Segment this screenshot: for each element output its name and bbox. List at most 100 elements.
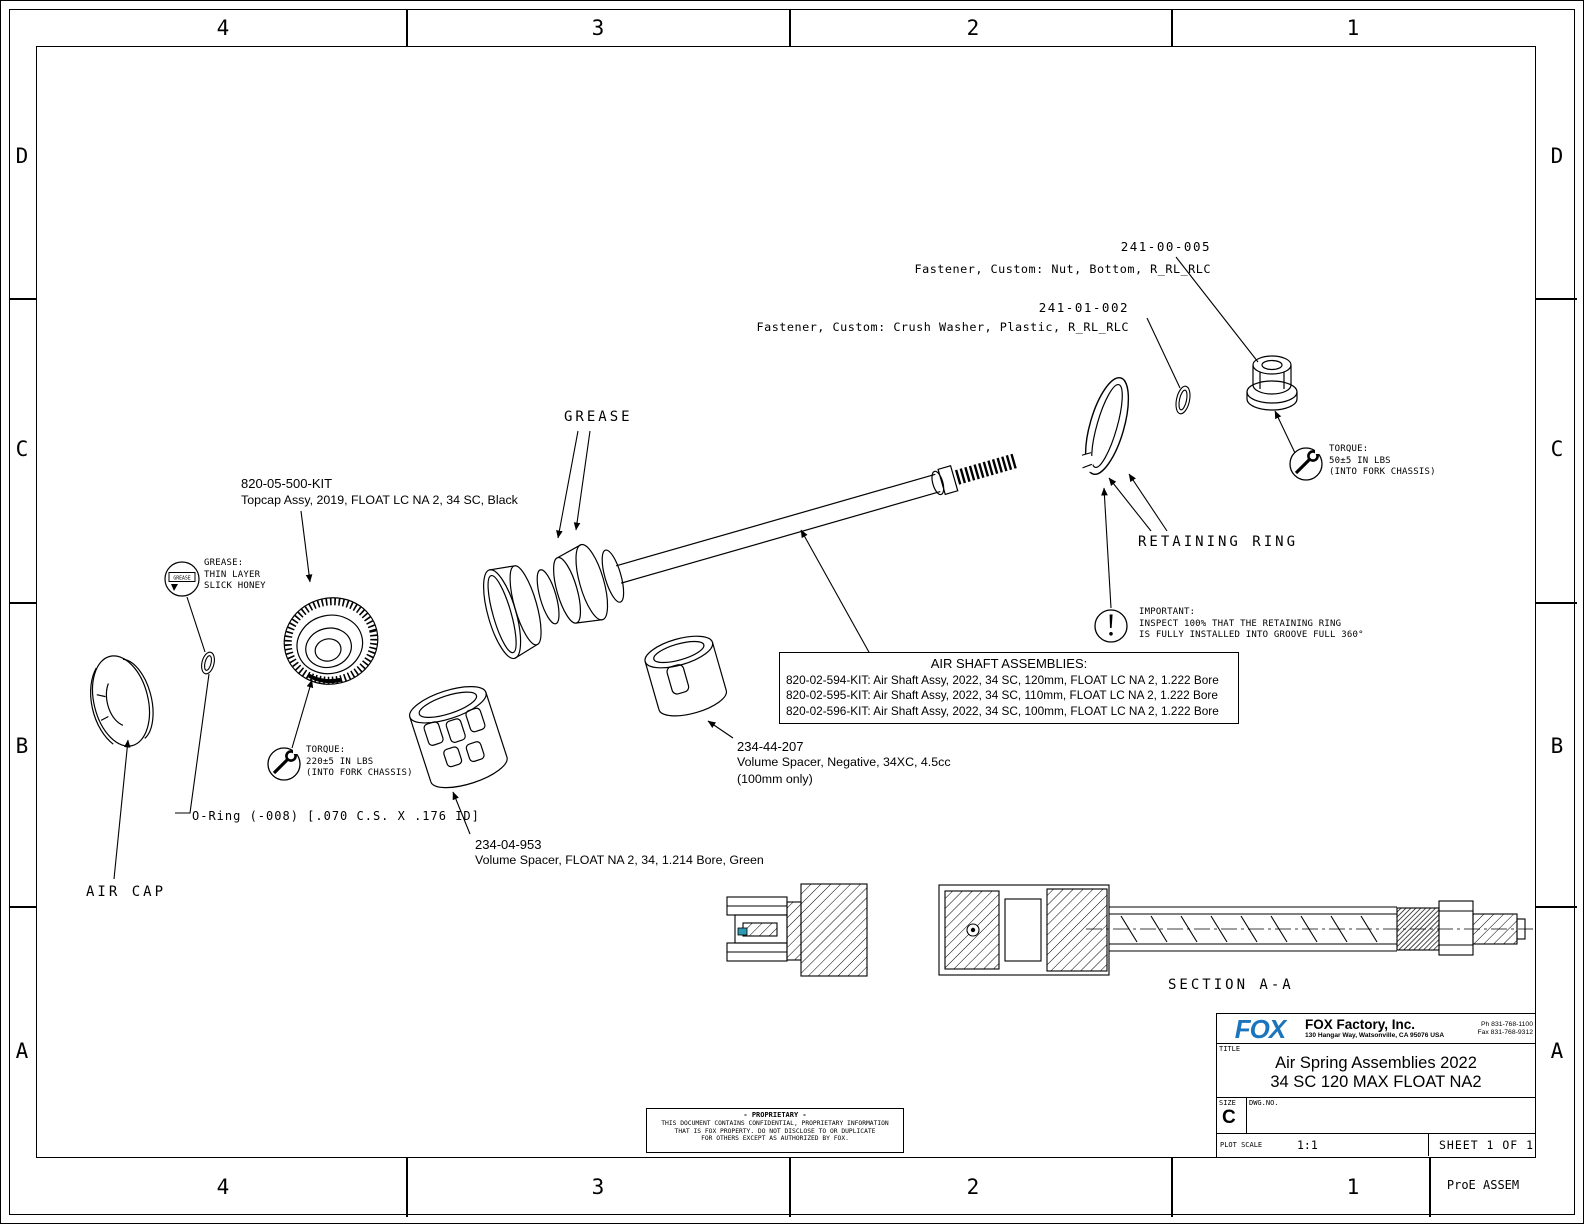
plot-scale-cell: PLOT SCALE 1:1 — [1217, 1134, 1429, 1156]
zone-tick — [1171, 1158, 1173, 1217]
company-fax: Fax 831-768-9312 — [1477, 1028, 1533, 1036]
nut-drawing — [1246, 355, 1298, 411]
zone-row-left: B — [15, 734, 29, 758]
zone-tick — [406, 1158, 408, 1217]
topcap-drawing — [283, 597, 379, 685]
size-label: SIZE — [1219, 1099, 1236, 1107]
proprietary-notice: - PROPRIETARY - THIS DOCUMENT CONTAINS C… — [646, 1108, 904, 1153]
vol-spacer-callout: 234-04-953 Volume Spacer, FLOAT NA 2, 34… — [475, 837, 764, 869]
zone-tick — [1536, 298, 1577, 300]
drawing-title-line2: 34 SC 120 MAX FLOAT NA2 — [1270, 1073, 1482, 1091]
zone-tick — [1429, 1158, 1431, 1217]
grease-note: GREASE: THIN LAYER SLICK HONEY — [204, 558, 266, 593]
grease-icon-label: GREASE — [173, 576, 190, 582]
callout-washer-desc: Fastener, Custom: Crush Washer, Plastic,… — [756, 320, 1129, 334]
callout-washer-part: 241-01-002 — [1038, 300, 1129, 315]
air-shaft-box-row: 820-02-595-KIT: Air Shaft Assy, 2022, 34… — [786, 688, 1218, 703]
air-shaft-assemblies-box: AIR SHAFT ASSEMBLIES: 820-02-594-KIT: Ai… — [779, 652, 1239, 724]
plot-scale-value: 1:1 — [1297, 1138, 1318, 1152]
grease-icon: GREASE — [164, 561, 200, 597]
callout-topcap-desc: Topcap Assy, 2019, FLOAT LC NA 2, 34 SC,… — [241, 493, 518, 507]
zone-tick — [1536, 602, 1577, 604]
drawing-title-line1: Air Spring Assemblies 2022 — [1275, 1054, 1477, 1072]
zone-tick — [9, 602, 36, 604]
callout-oring: O-Ring (-008) [.070 C.S. X .176 ID] — [192, 809, 480, 823]
callout-vol-spacer-desc: Volume Spacer, FLOAT NA 2, 34, 1.214 Bor… — [475, 853, 764, 867]
zone-tick — [1171, 9, 1173, 46]
zone-row-left: A — [15, 1039, 29, 1063]
company-phone: Ph 831-768-1100 — [1480, 1020, 1533, 1028]
zone-col-bottom: 2 — [966, 1175, 980, 1199]
zone-row-left: D — [15, 144, 29, 168]
zone-col-bottom: 1 — [1346, 1175, 1360, 1199]
proprietary-line: THIS DOCUMENT CONTAINS CONFIDENTIAL, PRO… — [661, 1120, 889, 1127]
important-note: IMPORTANT: INSPECT 100% THAT THE RETAINI… — [1139, 607, 1364, 642]
dwg-label: DWG.NO. — [1249, 1099, 1279, 1107]
zone-row-right: C — [1550, 437, 1564, 461]
important-icon — [1094, 609, 1128, 643]
title-label: TITLE — [1219, 1045, 1241, 1053]
plot-scale-label: PLOT SCALE — [1220, 1141, 1263, 1149]
proprietary-title: - PROPRIETARY - — [743, 1111, 807, 1119]
grease-note-line: GREASE: — [204, 558, 244, 568]
volume-spacer-drawing — [408, 685, 508, 789]
important-line: IMPORTANT: — [1139, 607, 1196, 617]
sheet-label: SHEET 1 OF 1 — [1439, 1138, 1535, 1152]
callout-neg-spacer-desc: Volume Spacer, Negative, 34XC, 4.5cc — [737, 755, 951, 769]
zone-col-top: 4 — [216, 16, 230, 40]
dwg-cell: DWG.NO. — [1247, 1098, 1535, 1133]
torque-icon-50 — [1289, 447, 1323, 481]
proprietary-line: FOR OTHERS EXCEPT AS AUTHORIZED BY FOX. — [701, 1135, 849, 1143]
company-address: 130 Hangar Way, Watsonville, CA 95076 US… — [1305, 1031, 1445, 1039]
air-shaft-box-row: 820-02-596-KIT: Air Shaft Assy, 2022, 34… — [786, 703, 1219, 718]
zone-tick — [1536, 906, 1577, 908]
proprietary-line: THAT IS FOX PROPERTY. DO NOT DISCLOSE TO… — [674, 1127, 876, 1135]
torque-220-line: TORQUE: — [306, 745, 346, 755]
zone-tick — [789, 1158, 791, 1217]
proe-assem-note: ProE ASSEM — [1446, 1178, 1520, 1192]
air-shaft-drawing — [483, 453, 1019, 660]
zone-col-bottom: 3 — [591, 1175, 605, 1199]
zone-tick — [789, 9, 791, 46]
callout-nut-desc: Fastener, Custom: Nut, Bottom, R_RL_RLC — [914, 262, 1211, 276]
callout-retaining-ring: RETAINING RING — [1138, 534, 1299, 550]
title-block-header: FOX FOX Factory, Inc. 130 Hangar Way, Wa… — [1217, 1014, 1535, 1044]
size-cell: SIZE C — [1217, 1098, 1247, 1133]
air-shaft-box-row: 820-02-594-KIT: Air Shaft Assy, 2022, 34… — [786, 673, 1219, 687]
callout-grease: GREASE — [564, 409, 633, 425]
zone-col-top: 2 — [966, 16, 980, 40]
torque-50-line: TORQUE: — [1329, 444, 1369, 454]
size-row: SIZE C DWG.NO. — [1217, 1098, 1535, 1134]
grease-note-line: SLICK HONEY — [204, 581, 266, 591]
neg-spacer-callout: 234-44-207 Volume Spacer, Negative, 34XC… — [737, 739, 951, 787]
negative-spacer-drawing — [644, 635, 728, 717]
torque-50-line: 50±5 IN LBS — [1329, 455, 1391, 466]
important-line: INSPECT 100% THAT THE RETAINING RING — [1139, 618, 1342, 629]
title-block: FOX FOX Factory, Inc. 130 Hangar Way, Wa… — [1216, 1013, 1536, 1158]
important-line: IS FULLY INSTALLED INTO GROOVE FULL 360° — [1139, 630, 1364, 640]
company-info: FOX Factory, Inc. 130 Hangar Way, Watson… — [1303, 1017, 1471, 1040]
o-ring-drawing — [201, 651, 215, 675]
torque-50-line: (INTO FORK CHASSIS) — [1329, 467, 1436, 477]
air-cap-drawing — [90, 655, 154, 747]
zone-tick — [9, 298, 36, 300]
fox-logo: FOX — [1234, 1013, 1286, 1044]
torque-220-note: TORQUE: 220±5 IN LBS (INTO FORK CHASSIS) — [306, 745, 413, 780]
size-value: C — [1222, 1107, 1236, 1128]
callout-air-cap: AIR CAP — [86, 884, 167, 900]
torque-220-line: 220±5 IN LBS — [306, 756, 374, 767]
zone-row-left: C — [15, 437, 29, 461]
air-shaft-box-title: AIR SHAFT ASSEMBLIES: — [930, 656, 1088, 671]
section-label: SECTION A-A — [1168, 977, 1294, 993]
scale-row: PLOT SCALE 1:1 SHEET 1 OF 1 — [1217, 1134, 1535, 1156]
zone-col-bottom: 4 — [216, 1175, 230, 1199]
zone-row-right: A — [1550, 1039, 1564, 1063]
torque-icon-220 — [267, 747, 301, 781]
callout-neg-spacer-note: (100mm only) — [737, 771, 813, 786]
section-view-drawing — [726, 883, 1533, 977]
zone-col-top: 1 — [1346, 16, 1360, 40]
callout-vol-spacer-part: 234-04-953 — [475, 837, 542, 852]
zone-col-top: 3 — [591, 16, 605, 40]
